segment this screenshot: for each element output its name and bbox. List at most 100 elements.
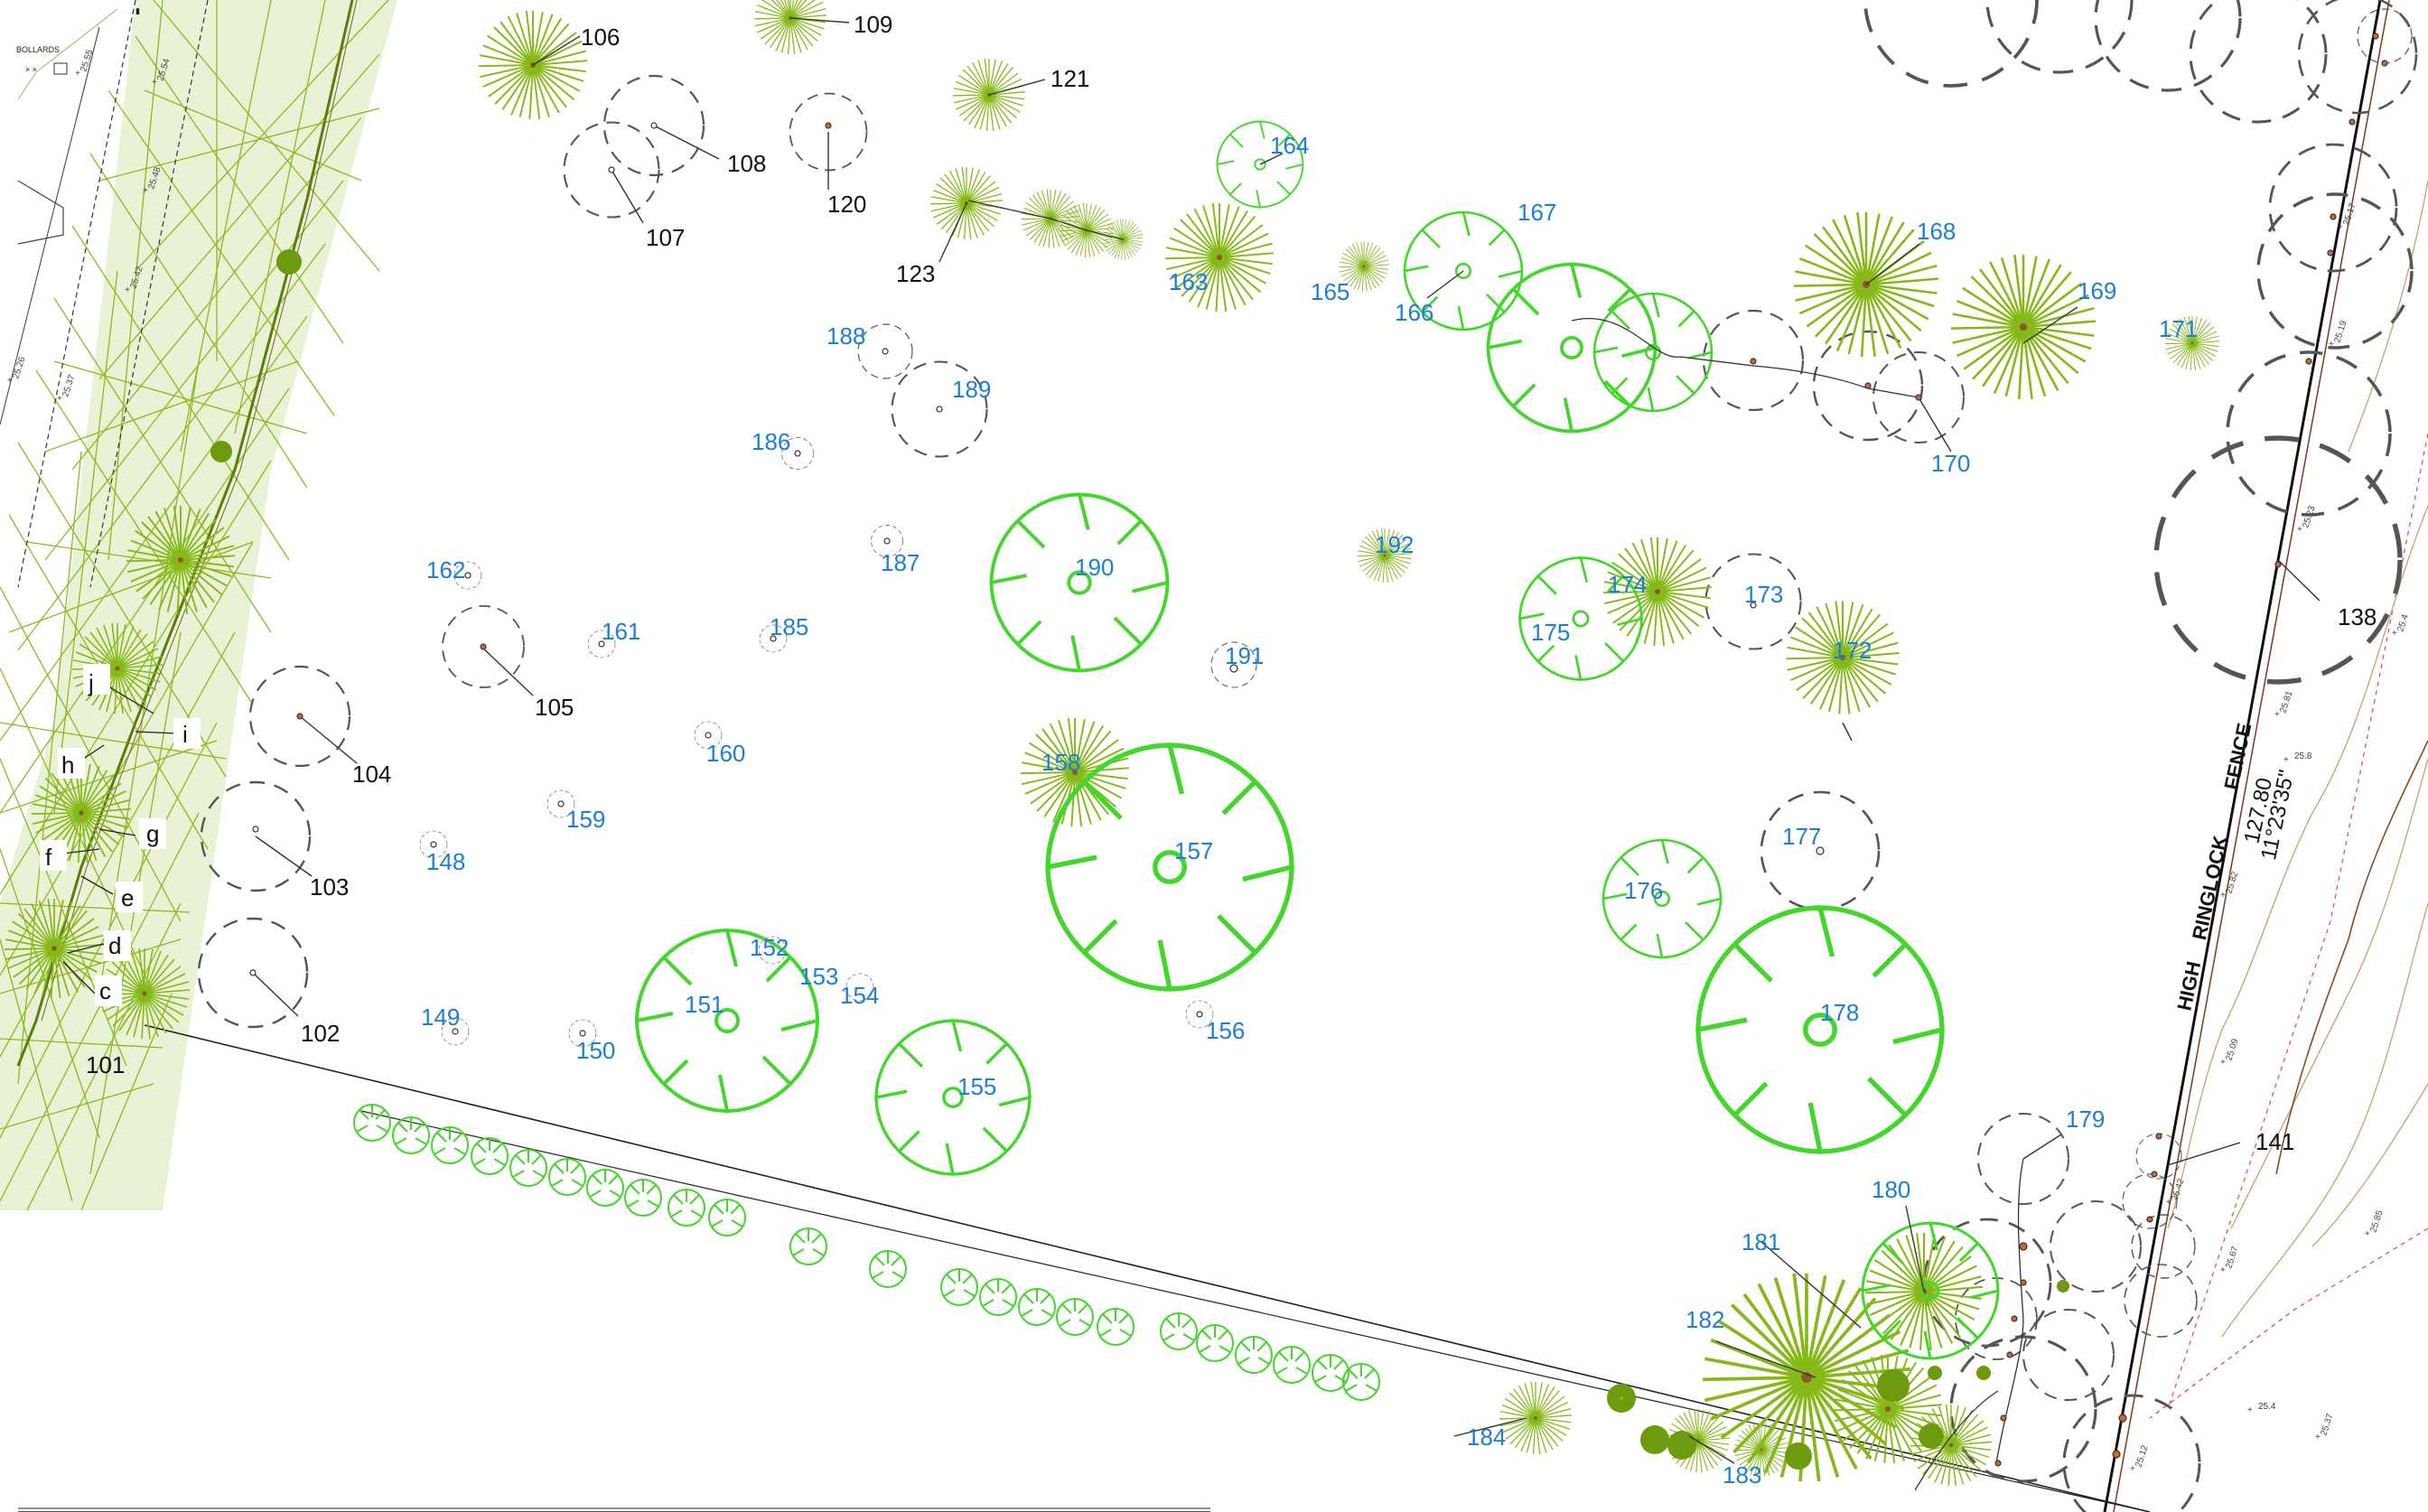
label-163: 163 [1169, 268, 1208, 295]
spot-level-value: 25.85 [2368, 1209, 2385, 1234]
proposed-trees [635, 120, 2000, 1360]
label-178: 178 [1820, 999, 1859, 1026]
svg-text:× ×: × × [25, 65, 37, 74]
label-169: 169 [2078, 277, 2116, 304]
label-104: 104 [352, 761, 391, 788]
label-175: 175 [1531, 619, 1570, 646]
label-188: 188 [826, 322, 865, 350]
spot-level-cross: + [2283, 755, 2289, 765]
existing-tree-centres [210, 249, 2069, 1470]
label-160: 160 [706, 740, 745, 767]
hedge-letter-labels: j i h g f e d c [40, 664, 201, 1006]
spot-level-value: 25.17 [2341, 201, 2358, 227]
label-168: 168 [1917, 218, 1956, 245]
label-156: 156 [1206, 1017, 1245, 1044]
bearing-distance-label: 127.80 11°23'35" [2239, 768, 2299, 862]
label-182: 182 [1686, 1306, 1724, 1333]
spot-level-cross: + [2315, 1433, 2321, 1442]
svg-text:i: i [182, 721, 188, 748]
spot-level-value: 25.37 [2319, 1412, 2335, 1437]
svg-text:FENCE: FENCE [2219, 721, 2255, 791]
svg-text:j: j [88, 669, 94, 696]
spot-level-cross: + [143, 186, 148, 196]
spot-level-value: 25.55 [79, 48, 95, 73]
label-183: 183 [1723, 1461, 1761, 1489]
spot-level-cross: + [2329, 340, 2334, 350]
spot-level-cross: + [2220, 1265, 2226, 1275]
label-154: 154 [840, 982, 879, 1009]
spot-level-value: 25.09 [2224, 1037, 2240, 1062]
label-173: 173 [1744, 581, 1783, 608]
spot-level-value: 25.37 [61, 373, 77, 398]
label-120: 120 [827, 191, 866, 218]
label-172: 172 [1833, 637, 1872, 664]
label-121: 121 [1051, 65, 1089, 92]
label-189: 189 [952, 376, 991, 403]
spot-level-value: 25.19 [2332, 319, 2349, 344]
tree-labels-blue: 148 149 150 151 152 153 154 155 156 157 … [421, 132, 2198, 1489]
spot-level-cross: + [57, 394, 62, 404]
label-181: 181 [1742, 1228, 1780, 1255]
label-174: 174 [1608, 571, 1647, 598]
spot-level-value: 25.81 [2278, 689, 2294, 714]
spot-level-value: 25.42 [2170, 1177, 2186, 1202]
label-102: 102 [301, 1020, 340, 1047]
dashed-tree-circles [197, 0, 2418, 1512]
label-158: 158 [1041, 749, 1080, 776]
proposed-tree-row [353, 1104, 1380, 1401]
fence-label: HIGH RINGLOCK FENCE [2172, 721, 2255, 1013]
svg-text:▮: ▮ [135, 6, 140, 15]
svg-text:f: f [45, 844, 52, 871]
spot-level-value: 25.82 [2224, 870, 2240, 895]
spot-level-cross: + [2365, 1229, 2370, 1239]
label-164: 164 [1270, 132, 1309, 159]
label-180: 180 [1872, 1176, 1910, 1203]
label-103: 103 [310, 873, 349, 901]
label-186: 186 [752, 428, 790, 455]
svg-text:h: h [61, 751, 74, 779]
spot-level-value: 25.67 [2224, 1245, 2240, 1270]
spot-level-cross: + [125, 285, 130, 295]
spot-level-cross: + [2220, 891, 2226, 901]
label-187: 187 [881, 549, 920, 576]
label-leader-lines [252, 17, 2321, 1464]
label-167: 167 [1518, 199, 1556, 226]
small-existing-trees [1620, 1396, 1623, 1400]
spot-level-cross: + [2338, 222, 2343, 232]
label-101: 101 [86, 1051, 125, 1078]
label-185: 185 [770, 613, 808, 640]
spot-level-cross: + [152, 78, 157, 88]
spot-level-cross: + [75, 69, 80, 79]
spot-level-value: 25.8 [2294, 751, 2312, 761]
spot-level-cross: + [2220, 1058, 2226, 1068]
svg-text:c: c [99, 977, 111, 1004]
svg-text:HIGH: HIGH [2172, 959, 2205, 1013]
label-179: 179 [2066, 1106, 2105, 1133]
label-105: 105 [535, 694, 574, 721]
label-165: 165 [1311, 278, 1349, 305]
spot-level-cross: + [2274, 710, 2280, 720]
svg-text:g: g [146, 820, 159, 847]
spot-level-cross: + [2166, 1198, 2171, 1208]
label-108: 108 [727, 150, 766, 177]
label-151: 151 [685, 991, 724, 1018]
svg-text:d: d [108, 932, 121, 959]
label-159: 159 [566, 806, 605, 833]
spot-level-value: 25.4 [2258, 1402, 2276, 1412]
label-107: 107 [646, 224, 685, 251]
label-138: 138 [2338, 603, 2377, 630]
spot-level-cross: + [2130, 1464, 2135, 1474]
label-162: 162 [426, 556, 465, 583]
label-153: 153 [799, 963, 838, 990]
label-190: 190 [1075, 554, 1114, 581]
label-109: 109 [854, 11, 892, 38]
label-161: 161 [602, 618, 640, 645]
spot-level-cross: + [2392, 629, 2397, 639]
label-192: 192 [1375, 531, 1414, 558]
label-170: 170 [1931, 450, 1970, 477]
label-166: 166 [1395, 299, 1433, 326]
label-150: 150 [576, 1037, 615, 1064]
label-106: 106 [581, 23, 620, 51]
spot-level-value: 25.23 [2301, 504, 2317, 529]
